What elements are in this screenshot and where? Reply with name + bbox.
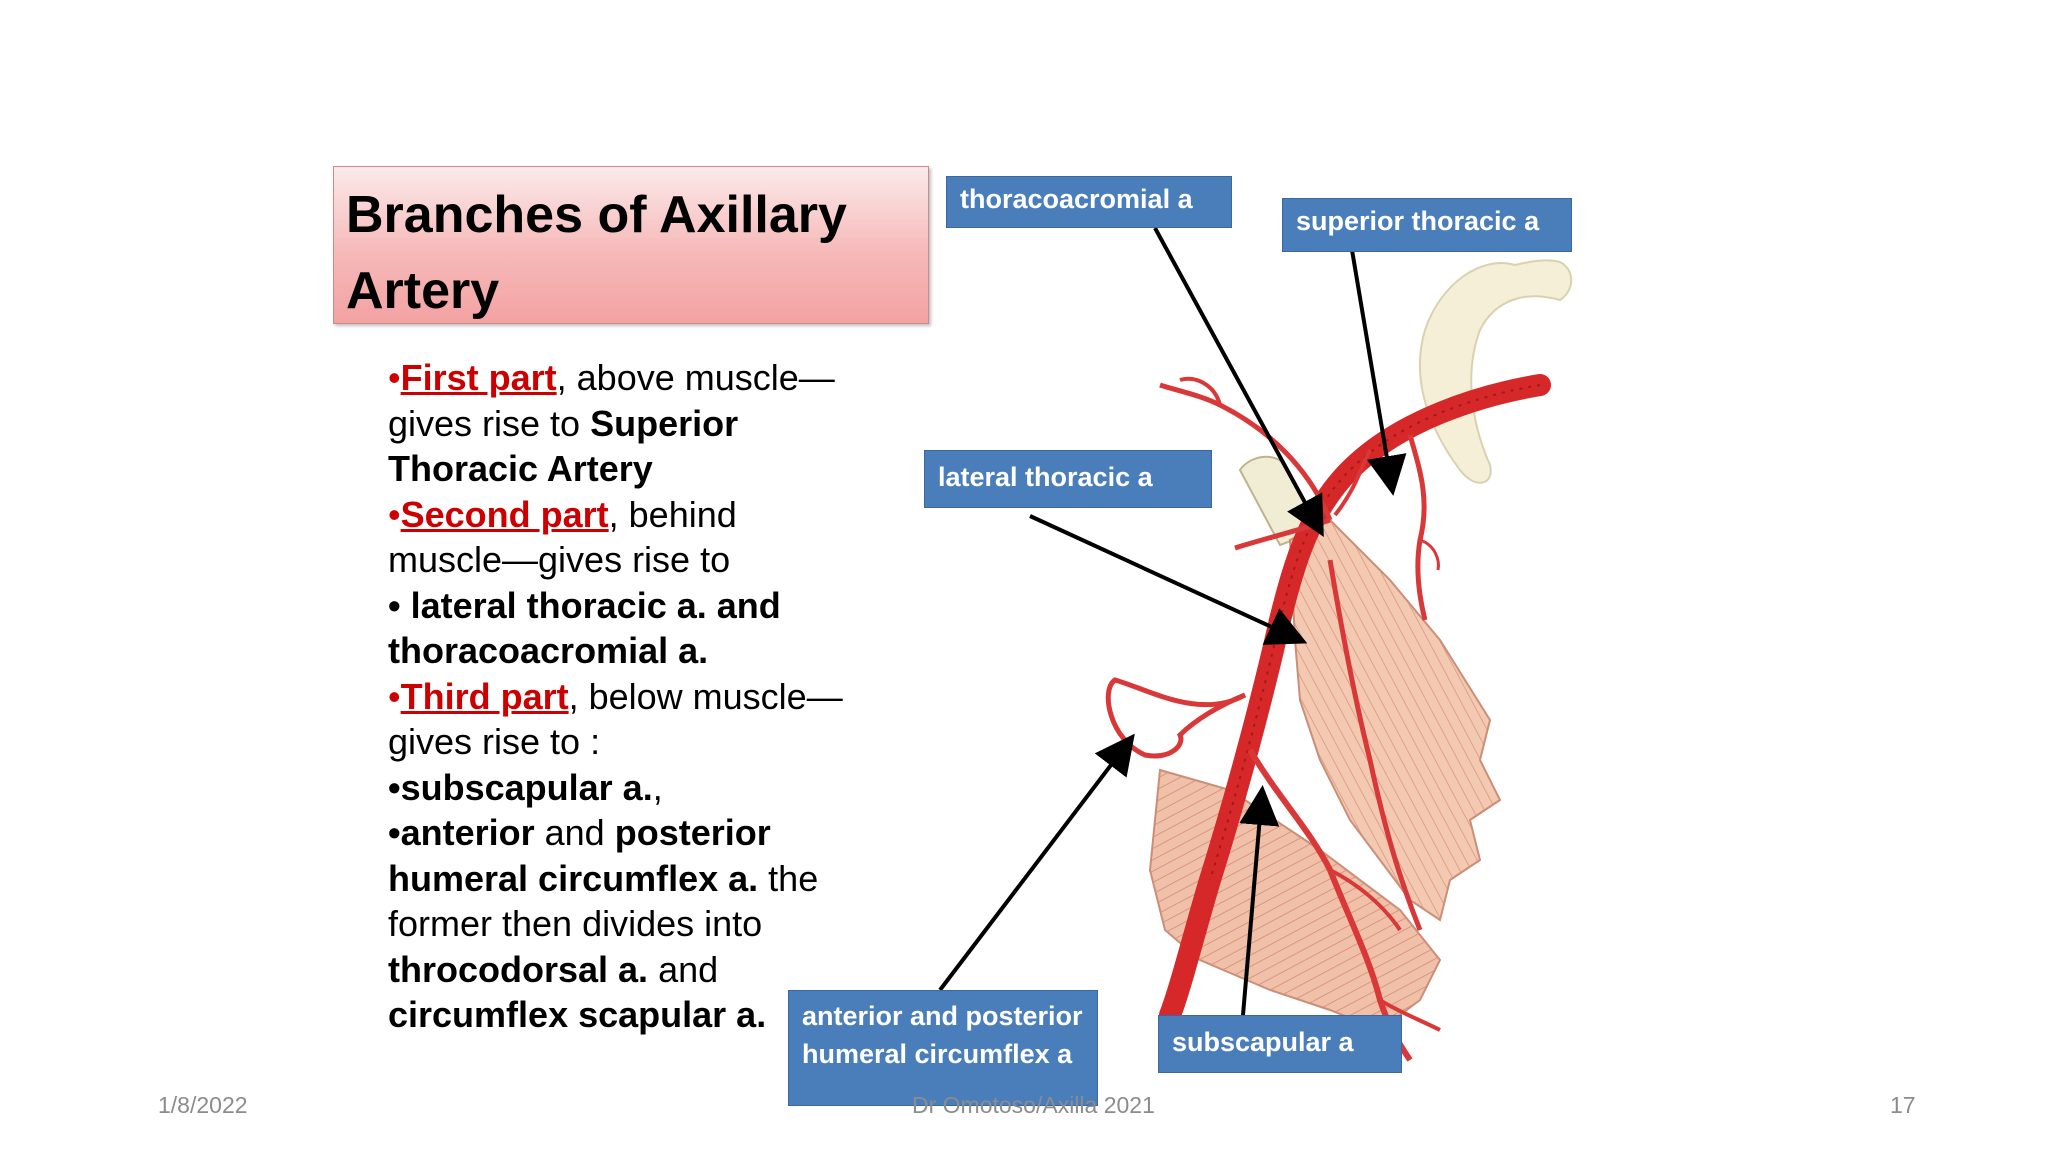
pointer-arrow bbox=[1350, 249, 1407, 496]
anterior-text: •anterior bbox=[388, 812, 535, 853]
label-thoracoacromial: thoracoacromial a bbox=[946, 176, 1232, 228]
first-part-rest: , above muscle— bbox=[556, 357, 835, 398]
first-part-label: First part bbox=[400, 357, 557, 398]
label-lateral-thoracic: lateral thoracic a bbox=[924, 450, 1212, 508]
third-part-label: Third part bbox=[400, 675, 569, 717]
body-line-2: gives rise to Superior bbox=[388, 401, 888, 447]
slide-title: Branches of Axillary Artery bbox=[346, 186, 847, 320]
body-line-12: humeral circumflex a. the bbox=[388, 856, 888, 902]
body-text: •First part, above muscle— gives rise to… bbox=[388, 355, 888, 1038]
body-line-7: thoracoacromial a. bbox=[388, 630, 709, 671]
throcodorsal-text: throcodorsal a. bbox=[388, 948, 649, 990]
posterior-text: posterior bbox=[614, 812, 771, 853]
second-part-rest: , behind bbox=[608, 493, 737, 535]
body-line-3: Thoracic Artery bbox=[388, 448, 653, 489]
second-part-label: Second part bbox=[400, 493, 609, 535]
superior-thoracic-artery-branch bbox=[1407, 434, 1428, 621]
body-line-13: former then divides into bbox=[388, 903, 763, 944]
pointer-arrow bbox=[1153, 227, 1324, 538]
footer-author: Dr Omotoso/Axilla 2021 bbox=[912, 1092, 1155, 1118]
first-part-bold: Superior bbox=[590, 402, 739, 444]
body-line-10: •subscapular a., bbox=[388, 765, 888, 811]
subscapular-text: •subscapular a. bbox=[388, 766, 653, 808]
body-line-15: circumflex scapular a. bbox=[388, 994, 767, 1035]
bullet: • bbox=[388, 675, 401, 717]
label-subscapular: subscapular a bbox=[1158, 1015, 1402, 1073]
footer-page-number: 17 bbox=[1890, 1092, 1916, 1118]
body-line-6: • lateral thoracic a. and bbox=[388, 584, 781, 626]
lateral-thoracic-artery-branch bbox=[1327, 559, 1423, 931]
pointer-arrow bbox=[1029, 514, 1308, 645]
and-text: and bbox=[648, 948, 719, 990]
footer-date: 1/8/2022 bbox=[158, 1092, 248, 1118]
body-line-14: throcodorsal a. and bbox=[388, 947, 888, 993]
body-line-8: •Third part, below muscle— bbox=[388, 674, 888, 720]
bullet: • bbox=[388, 493, 401, 535]
clavicle-bone bbox=[1418, 259, 1573, 484]
comma: , bbox=[652, 766, 663, 808]
body-line-4: •Second part, behind bbox=[388, 492, 888, 538]
body-line-9: gives rise to : bbox=[388, 721, 601, 762]
label-superior-thoracic: superior thoracic a bbox=[1282, 198, 1572, 252]
the-text: the bbox=[758, 857, 819, 899]
body-line-1: •First part, above muscle— bbox=[388, 355, 888, 401]
label-humeral-circumflex: anterior and posterior humeral circumfle… bbox=[788, 990, 1098, 1106]
pointer-arrow bbox=[938, 733, 1135, 992]
body-line-5: muscle—gives rise to bbox=[388, 539, 731, 580]
third-part-rest: , below muscle— bbox=[568, 675, 843, 717]
body-line-11: •anterior and posterior bbox=[388, 810, 888, 856]
bullet: • bbox=[388, 357, 401, 398]
pointer-arrow bbox=[1239, 785, 1280, 1016]
first-part-text: gives rise to bbox=[388, 402, 591, 444]
and-text: and bbox=[534, 812, 615, 853]
thoracoacromial-artery-branch bbox=[1159, 382, 1333, 521]
humeral-circumflex-text: humeral circumflex a. bbox=[388, 857, 759, 899]
title-box: Branches of Axillary Artery bbox=[333, 166, 929, 324]
